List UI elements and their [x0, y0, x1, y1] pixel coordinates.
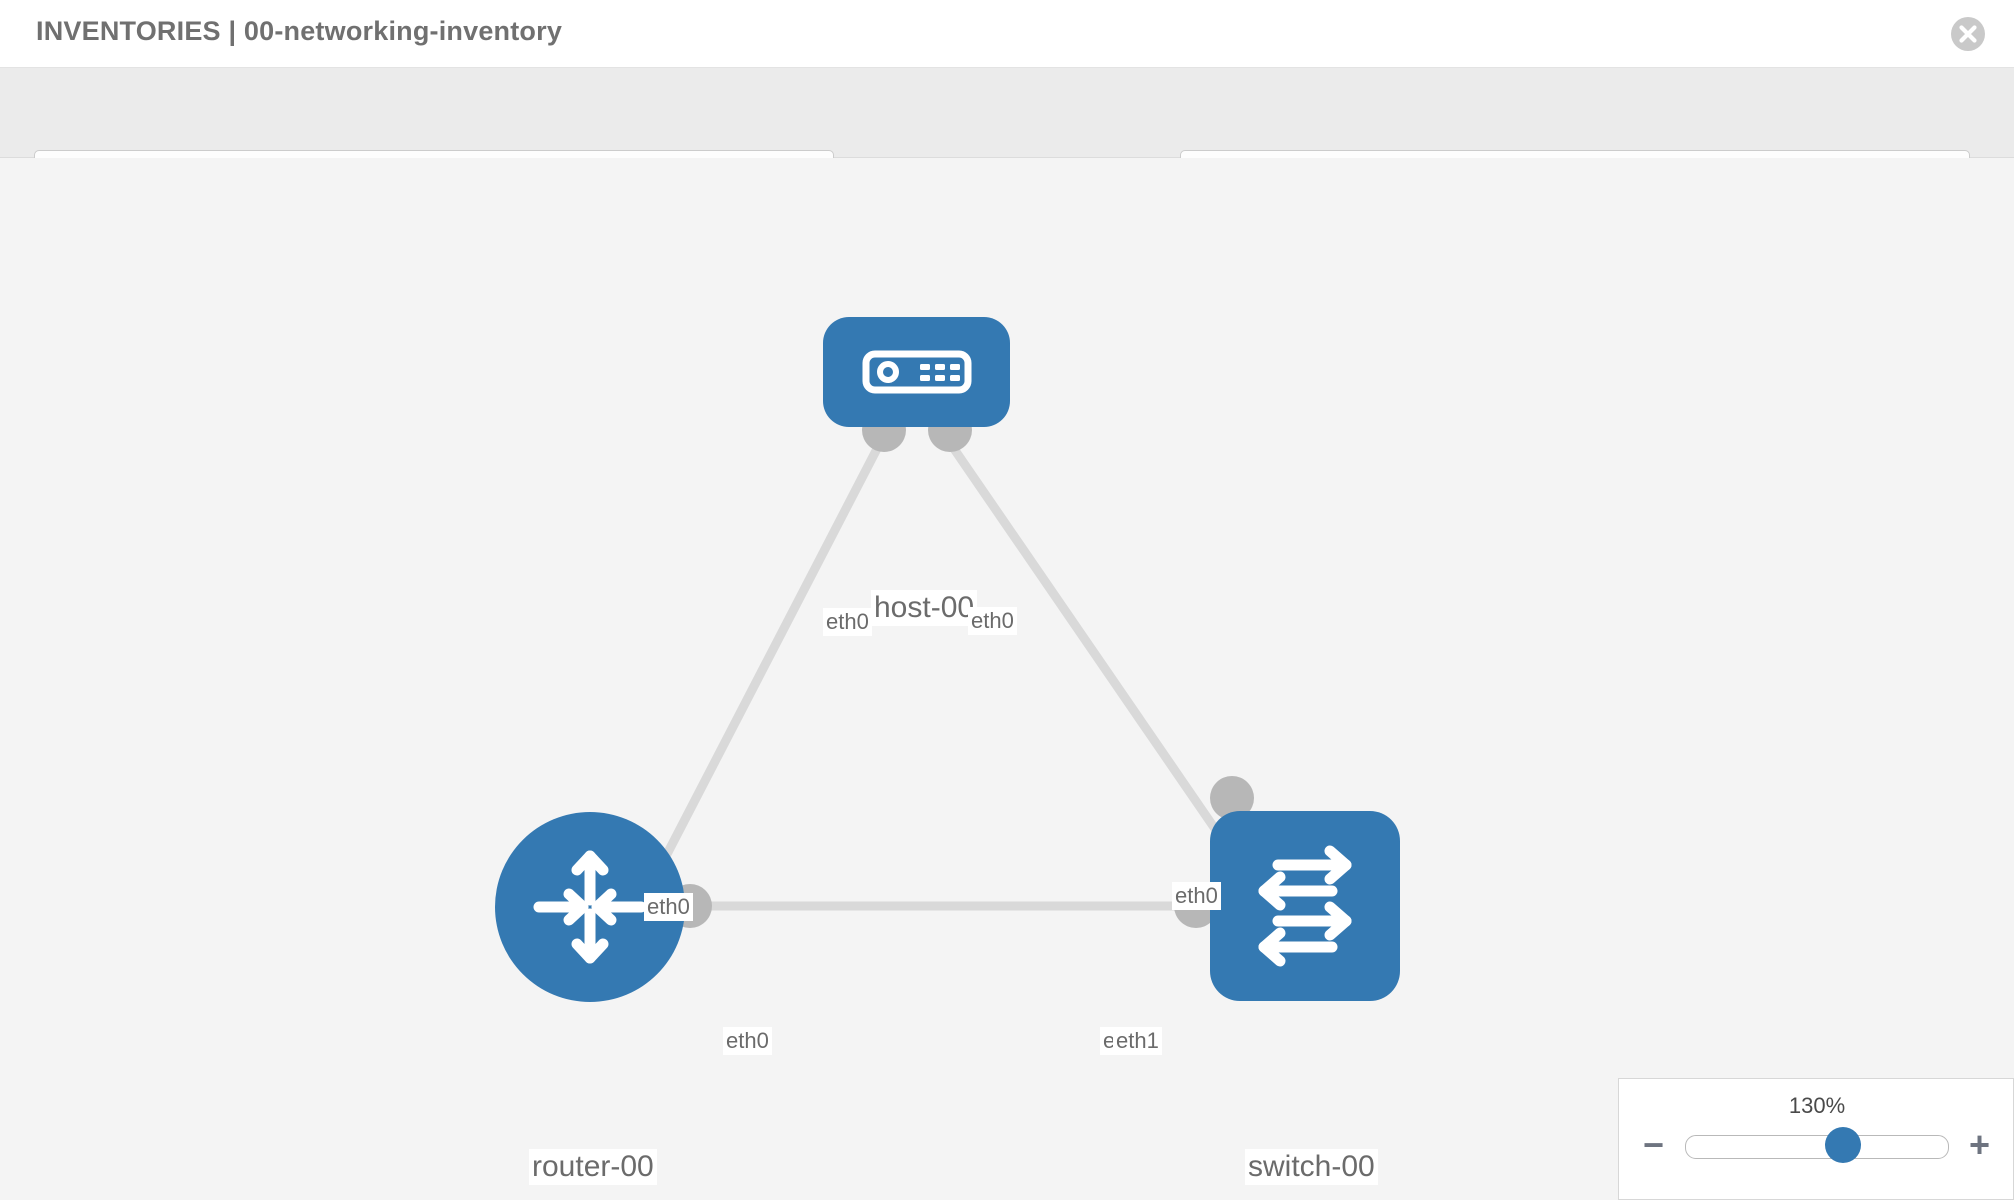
toolbar: ACTIONS	[0, 68, 2014, 202]
topology-canvas[interactable]: host-00 router-00 switch-00 eth0 eth0 et…	[0, 158, 2014, 1200]
node-switch-00[interactable]	[1210, 811, 1400, 1001]
zoom-in-button[interactable]: +	[1969, 1124, 1991, 1165]
switch-arrows-icon	[1258, 845, 1352, 967]
zoom-slider-track[interactable]	[1685, 1135, 1949, 1159]
close-icon[interactable]	[1950, 16, 1986, 52]
link-router-host	[661, 440, 884, 861]
page-header: INVENTORIES | 00-networking-inventory	[0, 0, 2014, 68]
node-router-00[interactable]	[495, 812, 685, 1002]
zoom-level-value: 130%	[1788, 1093, 1846, 1118]
zoom-slider-thumb[interactable]	[1825, 1127, 1862, 1163]
page-title: INVENTORIES | 00-networking-inventory	[36, 16, 563, 46]
connector-switch-nw	[1210, 776, 1254, 820]
topology-links	[661, 408, 1254, 928]
node-host-00[interactable]	[823, 317, 1010, 427]
link-host-switch	[946, 440, 1239, 861]
zoom-control-panel: 130% − +	[1618, 1078, 2014, 1200]
server-icon	[862, 350, 971, 394]
router-arrows-icon	[533, 850, 647, 964]
zoom-out-button[interactable]: −	[1643, 1124, 1665, 1165]
